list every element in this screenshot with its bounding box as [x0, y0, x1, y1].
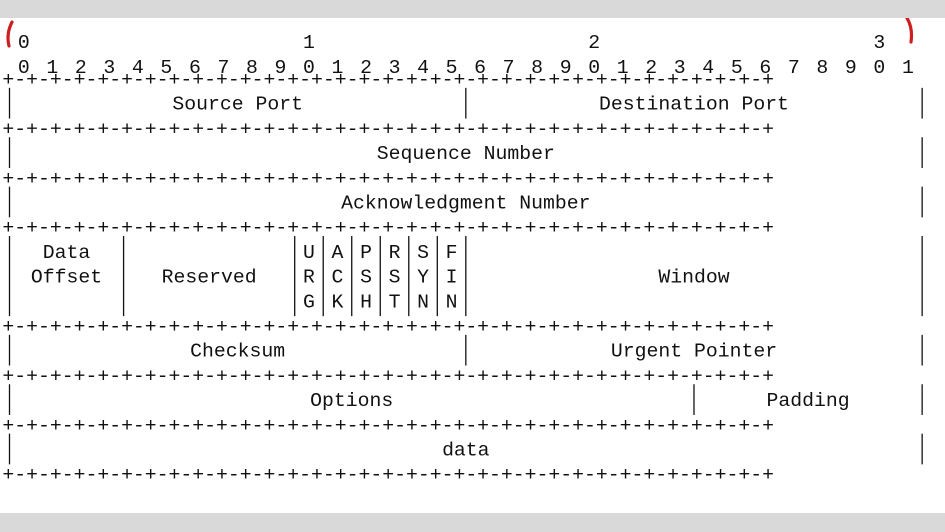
ruler-unit-label: 2: [75, 57, 87, 79]
border-line: +-+-+-+-+-+-+-+-+-+-+-+-+-+-+-+-+-+-+-+-…: [2, 168, 774, 190]
checksum-label: Checksum: [190, 341, 285, 363]
left-bracket-mark: [6, 20, 14, 48]
ruler-unit-label: 4: [132, 57, 144, 79]
bit-ruler-tens: 0 1 2 3: [18, 32, 885, 54]
border-line: +-+-+-+-+-+-+-+-+-+-+-+-+-+-+-+-+-+-+-+-…: [2, 118, 774, 140]
ruler-unit-label: 5: [731, 57, 743, 79]
ruler-unit-label: 1: [617, 57, 629, 79]
flag-urg-label: G: [303, 291, 315, 313]
flag-fin-label: I: [446, 267, 458, 289]
source-port-label: Source Port: [172, 94, 303, 116]
ruler-unit-label: 1: [332, 57, 344, 79]
border-line: +-+-+-+-+-+-+-+-+-+-+-+-+-+-+-+-+-+-+-+-…: [2, 464, 774, 486]
ruler-unit-label: 3: [389, 57, 401, 79]
ruler-unit-label: 4: [417, 57, 429, 79]
data-offset-label: Offset: [31, 267, 102, 289]
border-line: +-+-+-+-+-+-+-+-+-+-+-+-+-+-+-+-+-+-+-+-…: [2, 69, 774, 91]
flag-urg-label: U: [303, 242, 315, 264]
ruler-unit-label: 0: [588, 57, 600, 79]
ruler-unit-label: 7: [788, 57, 800, 79]
ruler-unit-label: 7: [217, 57, 229, 79]
ruler-tens-label: 3: [873, 32, 885, 54]
data-offset-label: Data: [43, 242, 91, 264]
ruler-unit-label: 6: [474, 57, 486, 79]
flag-fin-label: N: [446, 291, 458, 313]
padding-label: Padding: [767, 390, 850, 412]
ruler-unit-label: 5: [160, 57, 172, 79]
ruler-unit-label: 0: [18, 57, 30, 79]
options-label: Options: [310, 390, 393, 412]
ruler-unit-label: 5: [446, 57, 458, 79]
ruler-unit-label: 1: [902, 57, 914, 79]
border-line: +-+-+-+-+-+-+-+-+-+-+-+-+-+-+-+-+-+-+-+-…: [2, 365, 774, 387]
flag-rst-label: R: [389, 242, 401, 264]
ruler-unit-label: 9: [845, 57, 857, 79]
ruler-unit-label: 8: [246, 57, 258, 79]
ruler-unit-label: 1: [46, 57, 58, 79]
flag-syn-label: N: [417, 291, 429, 313]
flag-psh-label: H: [360, 291, 372, 313]
ruler-unit-label: 9: [275, 57, 287, 79]
window-label: Window: [658, 267, 729, 289]
ruler-unit-label: 2: [360, 57, 372, 79]
flag-ack-label: A: [332, 242, 344, 264]
flag-ack-label: C: [332, 267, 344, 289]
field-borders: +-+-+-+-+-+-+-+-+-+-+-+-+-+-+-+-+-+-+-+-…: [2, 69, 923, 486]
ruler-tens-label: 0: [18, 32, 30, 54]
ruler-unit-label: 9: [560, 57, 572, 79]
border-line: +-+-+-+-+-+-+-+-+-+-+-+-+-+-+-+-+-+-+-+-…: [2, 217, 774, 239]
ruler-unit-label: 2: [645, 57, 657, 79]
ruler-unit-label: 7: [503, 57, 515, 79]
ruler-tens-label: 1: [303, 32, 315, 54]
urgent-pointer-label: Urgent Pointer: [611, 341, 777, 363]
flag-psh-label: P: [360, 242, 372, 264]
border-line: +-+-+-+-+-+-+-+-+-+-+-+-+-+-+-+-+-+-+-+-…: [2, 316, 774, 338]
flag-fin-label: F: [446, 242, 458, 264]
ruler-unit-label: 4: [702, 57, 714, 79]
right-bracket-mark: [905, 18, 914, 44]
ruler-unit-label: 0: [873, 57, 885, 79]
ruler-unit-label: 3: [674, 57, 686, 79]
sequence-number-label: Sequence Number: [377, 143, 555, 165]
flag-rst-label: T: [389, 291, 401, 313]
ruler-unit-label: 8: [816, 57, 828, 79]
flag-rst-label: S: [389, 267, 401, 289]
flag-psh-label: S: [360, 267, 372, 289]
border-line: +-+-+-+-+-+-+-+-+-+-+-+-+-+-+-+-+-+-+-+-…: [2, 415, 774, 437]
reserved-label: Reserved: [162, 267, 257, 289]
data-label: data: [442, 440, 490, 462]
flag-syn-label: Y: [417, 267, 429, 289]
flag-urg-label: R: [303, 267, 315, 289]
ruler-unit-label: 0: [303, 57, 315, 79]
ruler-tens-label: 2: [588, 32, 600, 54]
ruler-unit-label: 6: [759, 57, 771, 79]
flag-syn-label: S: [417, 242, 429, 264]
acknowledgment-number-label: Acknowledgment Number: [341, 193, 590, 215]
ruler-unit-label: 3: [103, 57, 115, 79]
destination-port-label: Destination Port: [599, 94, 789, 116]
ruler-unit-label: 8: [531, 57, 543, 79]
flag-ack-label: K: [332, 291, 344, 313]
ruler-unit-label: 6: [189, 57, 201, 79]
